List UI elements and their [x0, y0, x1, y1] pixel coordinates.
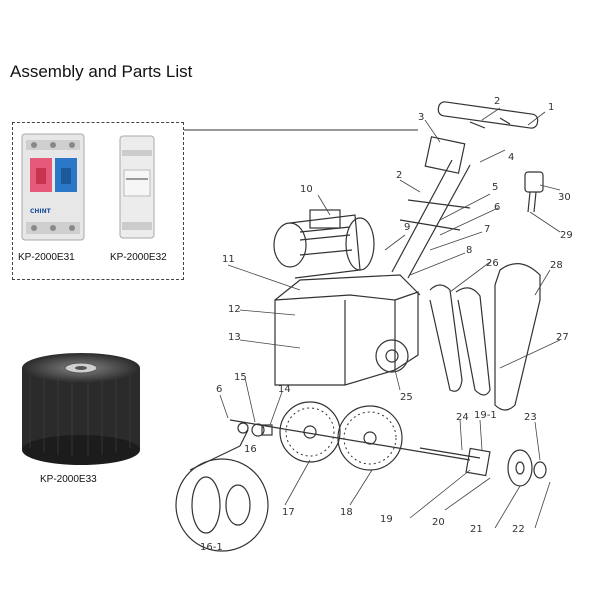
callout-16: 16 — [244, 444, 257, 455]
callout-3: 3 — [418, 112, 424, 123]
callout-10: 10 — [300, 184, 313, 195]
callout-8: 8 — [466, 245, 472, 256]
callout-29: 29 — [560, 230, 573, 241]
callout-labels: 1 2 2 3 4 5 6 6 7 8 9 10 11 12 13 14 15 … — [200, 96, 573, 553]
callout-6-lower: 6 — [216, 384, 222, 395]
callout-2-top: 2 — [494, 96, 500, 107]
callout-6: 6 — [494, 202, 500, 213]
callout-7: 7 — [484, 224, 490, 235]
callout-25: 25 — [400, 392, 413, 403]
callout-9: 9 — [404, 222, 410, 233]
breaker-caption: KP-2000E31 — [18, 252, 75, 263]
floor-machine-drawing — [175, 101, 547, 552]
callout-4: 4 — [508, 152, 514, 163]
callout-26: 26 — [486, 258, 499, 269]
callout-22: 22 — [512, 524, 525, 535]
electrical-components-inset — [12, 122, 184, 280]
callout-18: 18 — [340, 507, 353, 518]
callout-5: 5 — [492, 182, 498, 193]
wire-brush-caption: KP-2000E33 — [40, 474, 97, 485]
callout-23: 23 — [524, 412, 537, 423]
callout-11: 11 — [222, 254, 235, 265]
brush-disc-bristles — [285, 407, 397, 465]
callout-20: 20 — [432, 517, 445, 528]
callout-1: 1 — [548, 102, 554, 113]
auxiliary-contact-caption: KP-2000E32 — [110, 252, 167, 263]
callout-leader-lines — [219, 107, 561, 529]
callout-19-1: 19-1 — [474, 410, 497, 421]
callout-30: 30 — [558, 192, 571, 203]
motor-protection-breaker-photo: CHINT — [21, 133, 85, 241]
auxiliary-contact-photo — [119, 135, 155, 239]
callout-27: 27 — [556, 332, 569, 343]
breaker-brand-label: CHINT — [30, 208, 52, 215]
callout-12: 12 — [228, 304, 241, 315]
callout-17: 17 — [282, 507, 295, 518]
callout-13: 13 — [228, 332, 241, 343]
callout-16-1: 16-1 — [200, 542, 223, 553]
callout-24: 24 — [456, 412, 469, 423]
callout-21: 21 — [470, 524, 483, 535]
callout-14: 14 — [278, 384, 291, 395]
callout-15: 15 — [234, 372, 247, 383]
page-title: Assembly and Parts List — [10, 62, 193, 81]
callout-19: 19 — [380, 514, 393, 525]
wire-brush-photo — [22, 353, 140, 465]
callout-2: 2 — [396, 170, 402, 181]
callout-28: 28 — [550, 260, 563, 271]
